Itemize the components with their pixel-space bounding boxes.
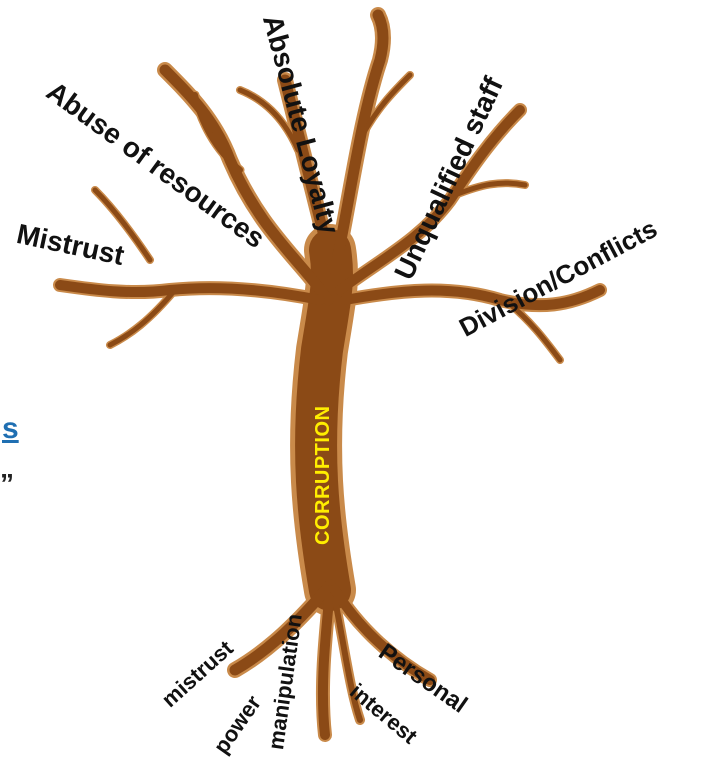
partial-quote-mark: ” <box>0 468 14 499</box>
trunk-label: CORRUPTION <box>312 405 334 545</box>
tree-fill <box>55 9 605 740</box>
partial-link-text[interactable]: s <box>2 412 19 445</box>
